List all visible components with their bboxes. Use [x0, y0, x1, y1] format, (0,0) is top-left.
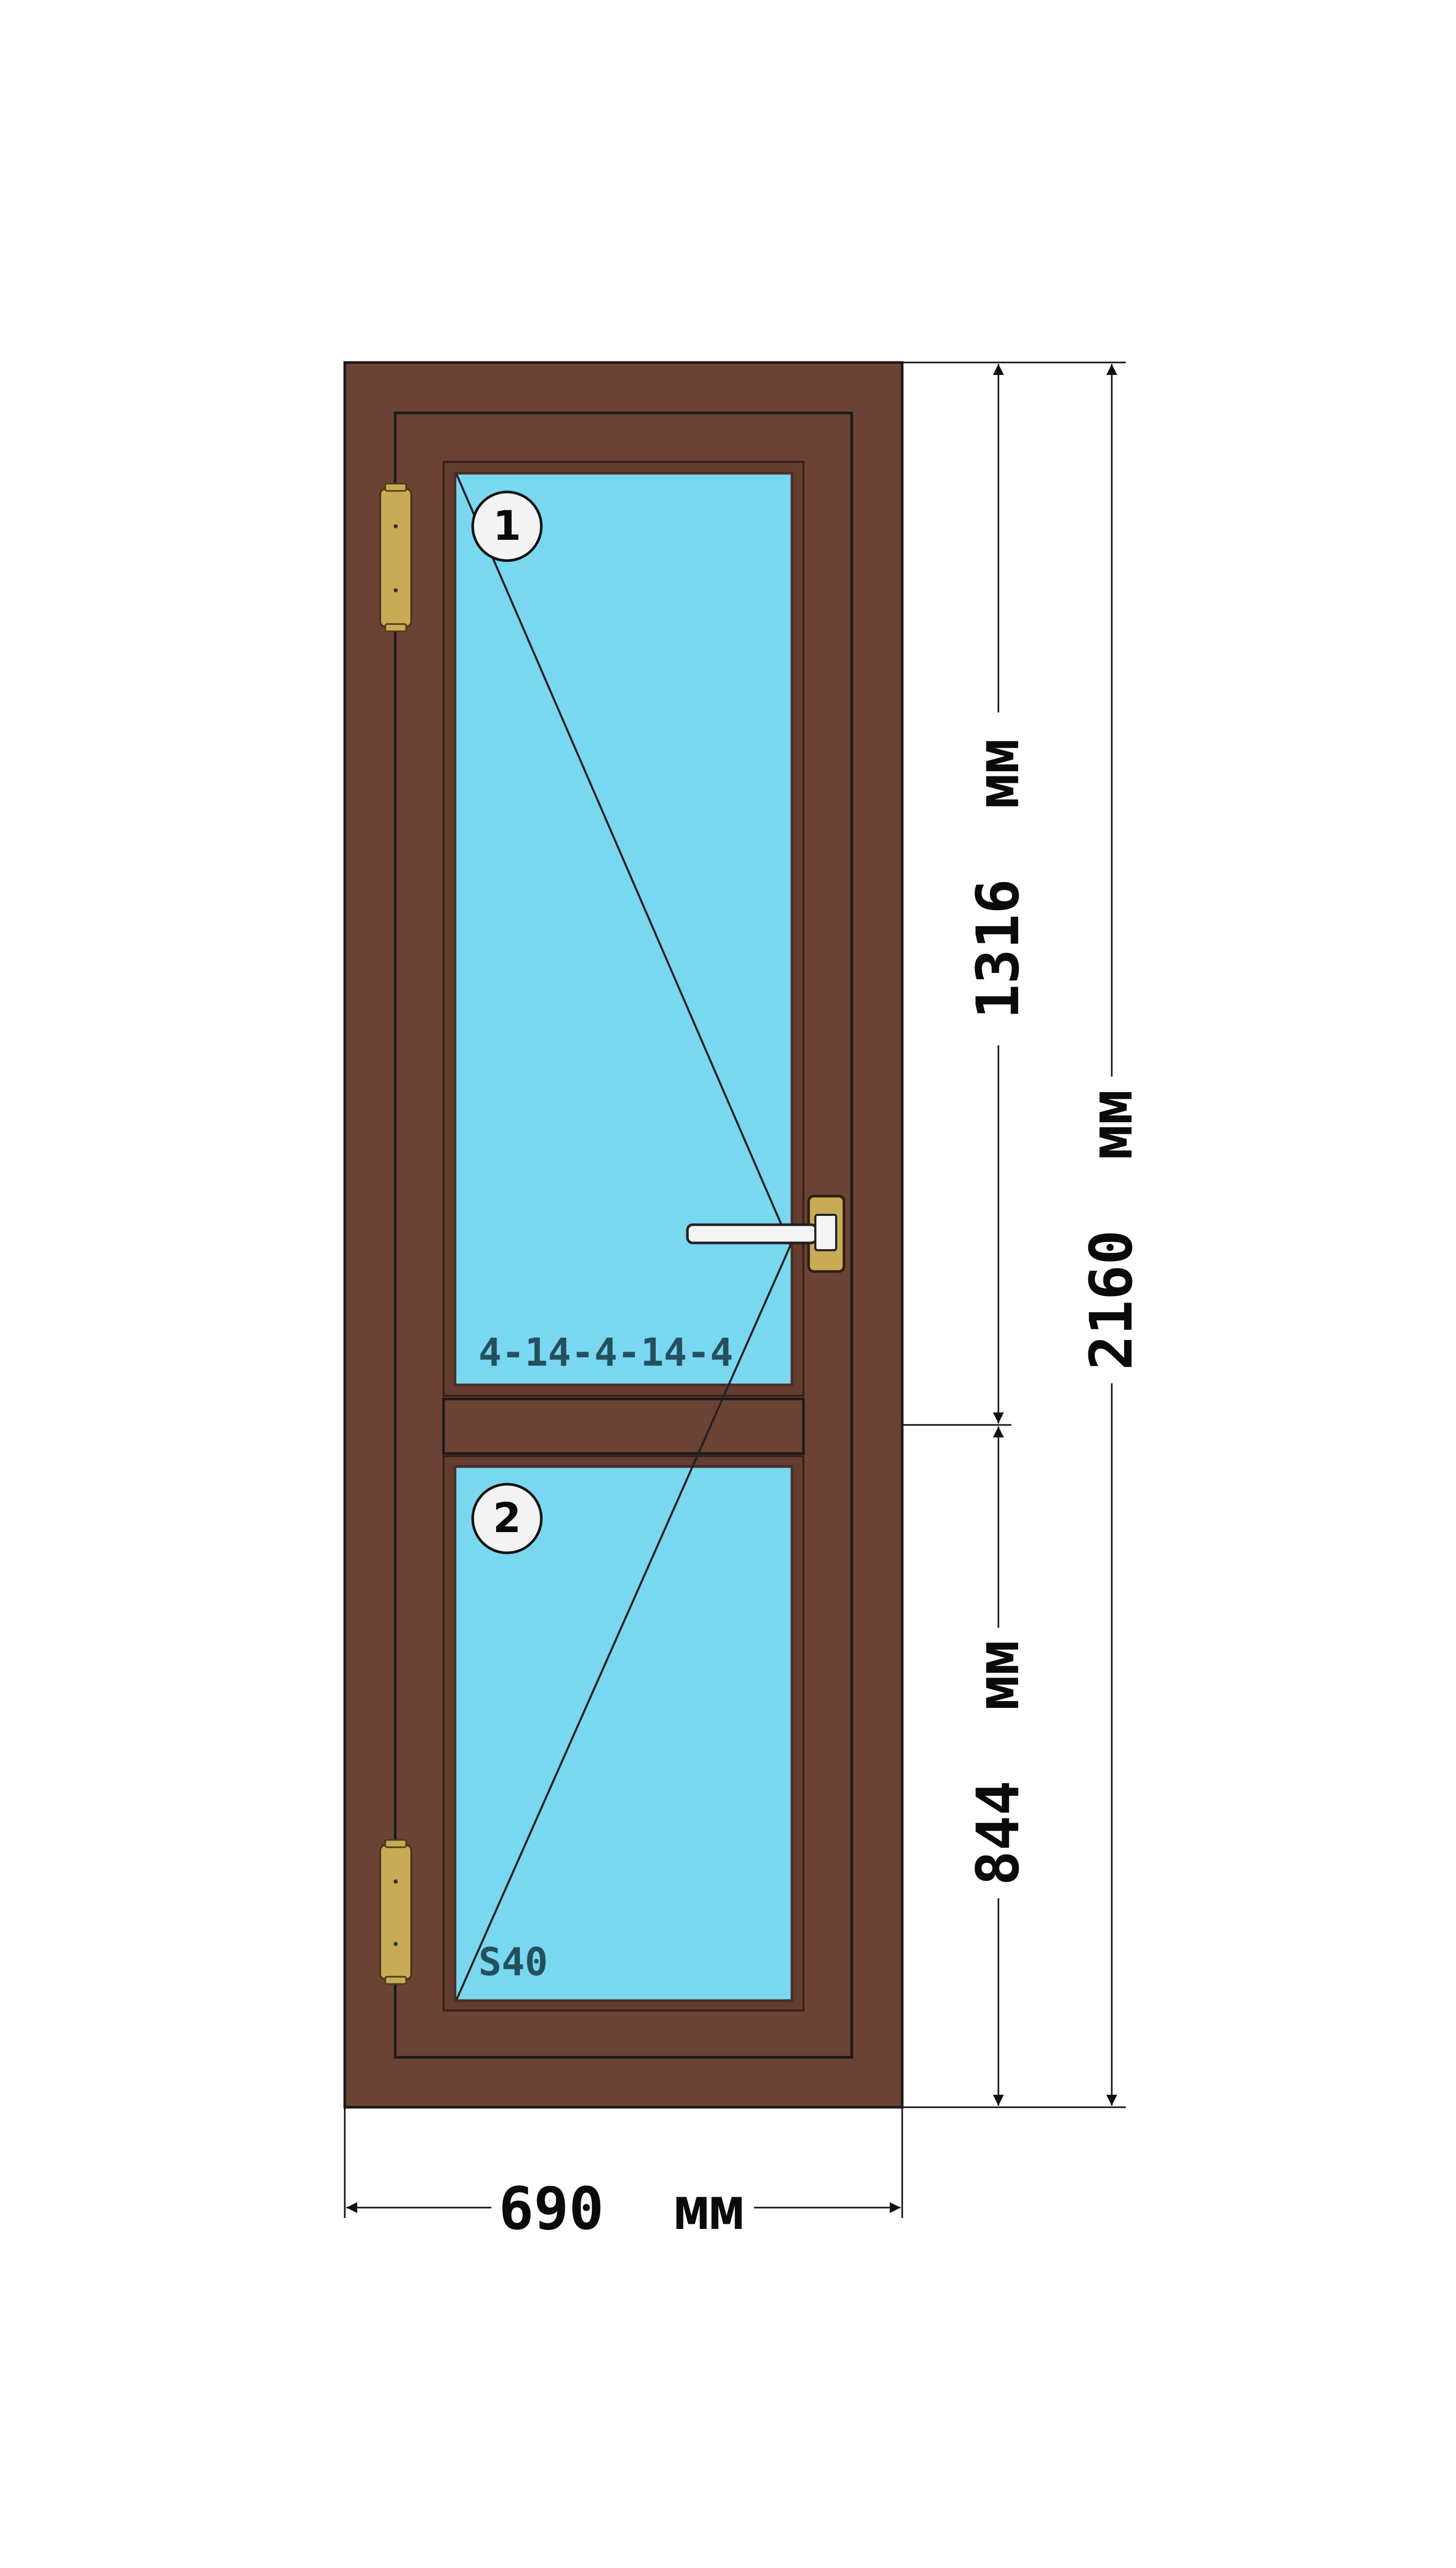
opening-line-bottom	[456, 1245, 791, 2000]
pane-number-badge-2: 2	[471, 1483, 543, 1554]
hinge-top-icon	[379, 483, 412, 632]
upper-height-label: 1316 мм	[965, 738, 1032, 1019]
transom	[442, 1397, 805, 1455]
lower-glass	[453, 1465, 794, 2002]
pane-number-1: 1	[493, 503, 521, 550]
width-label: 690 мм	[499, 2175, 744, 2243]
door-handle-icon	[686, 1195, 846, 1273]
hinge-bottom-icon	[379, 1839, 412, 1985]
upper-glass	[453, 472, 794, 1386]
opening-line-top	[456, 474, 791, 1246]
profile-label: S40	[478, 1940, 548, 1985]
total-height-label: 2160 мм	[1078, 1090, 1146, 1370]
pane-number-badge-1: 1	[471, 490, 543, 562]
lower-height-label: 844 мм	[965, 1640, 1032, 1886]
glass-spec-label: 4-14-4-14-4	[478, 1330, 733, 1375]
pane-number-2: 2	[493, 1495, 521, 1542]
